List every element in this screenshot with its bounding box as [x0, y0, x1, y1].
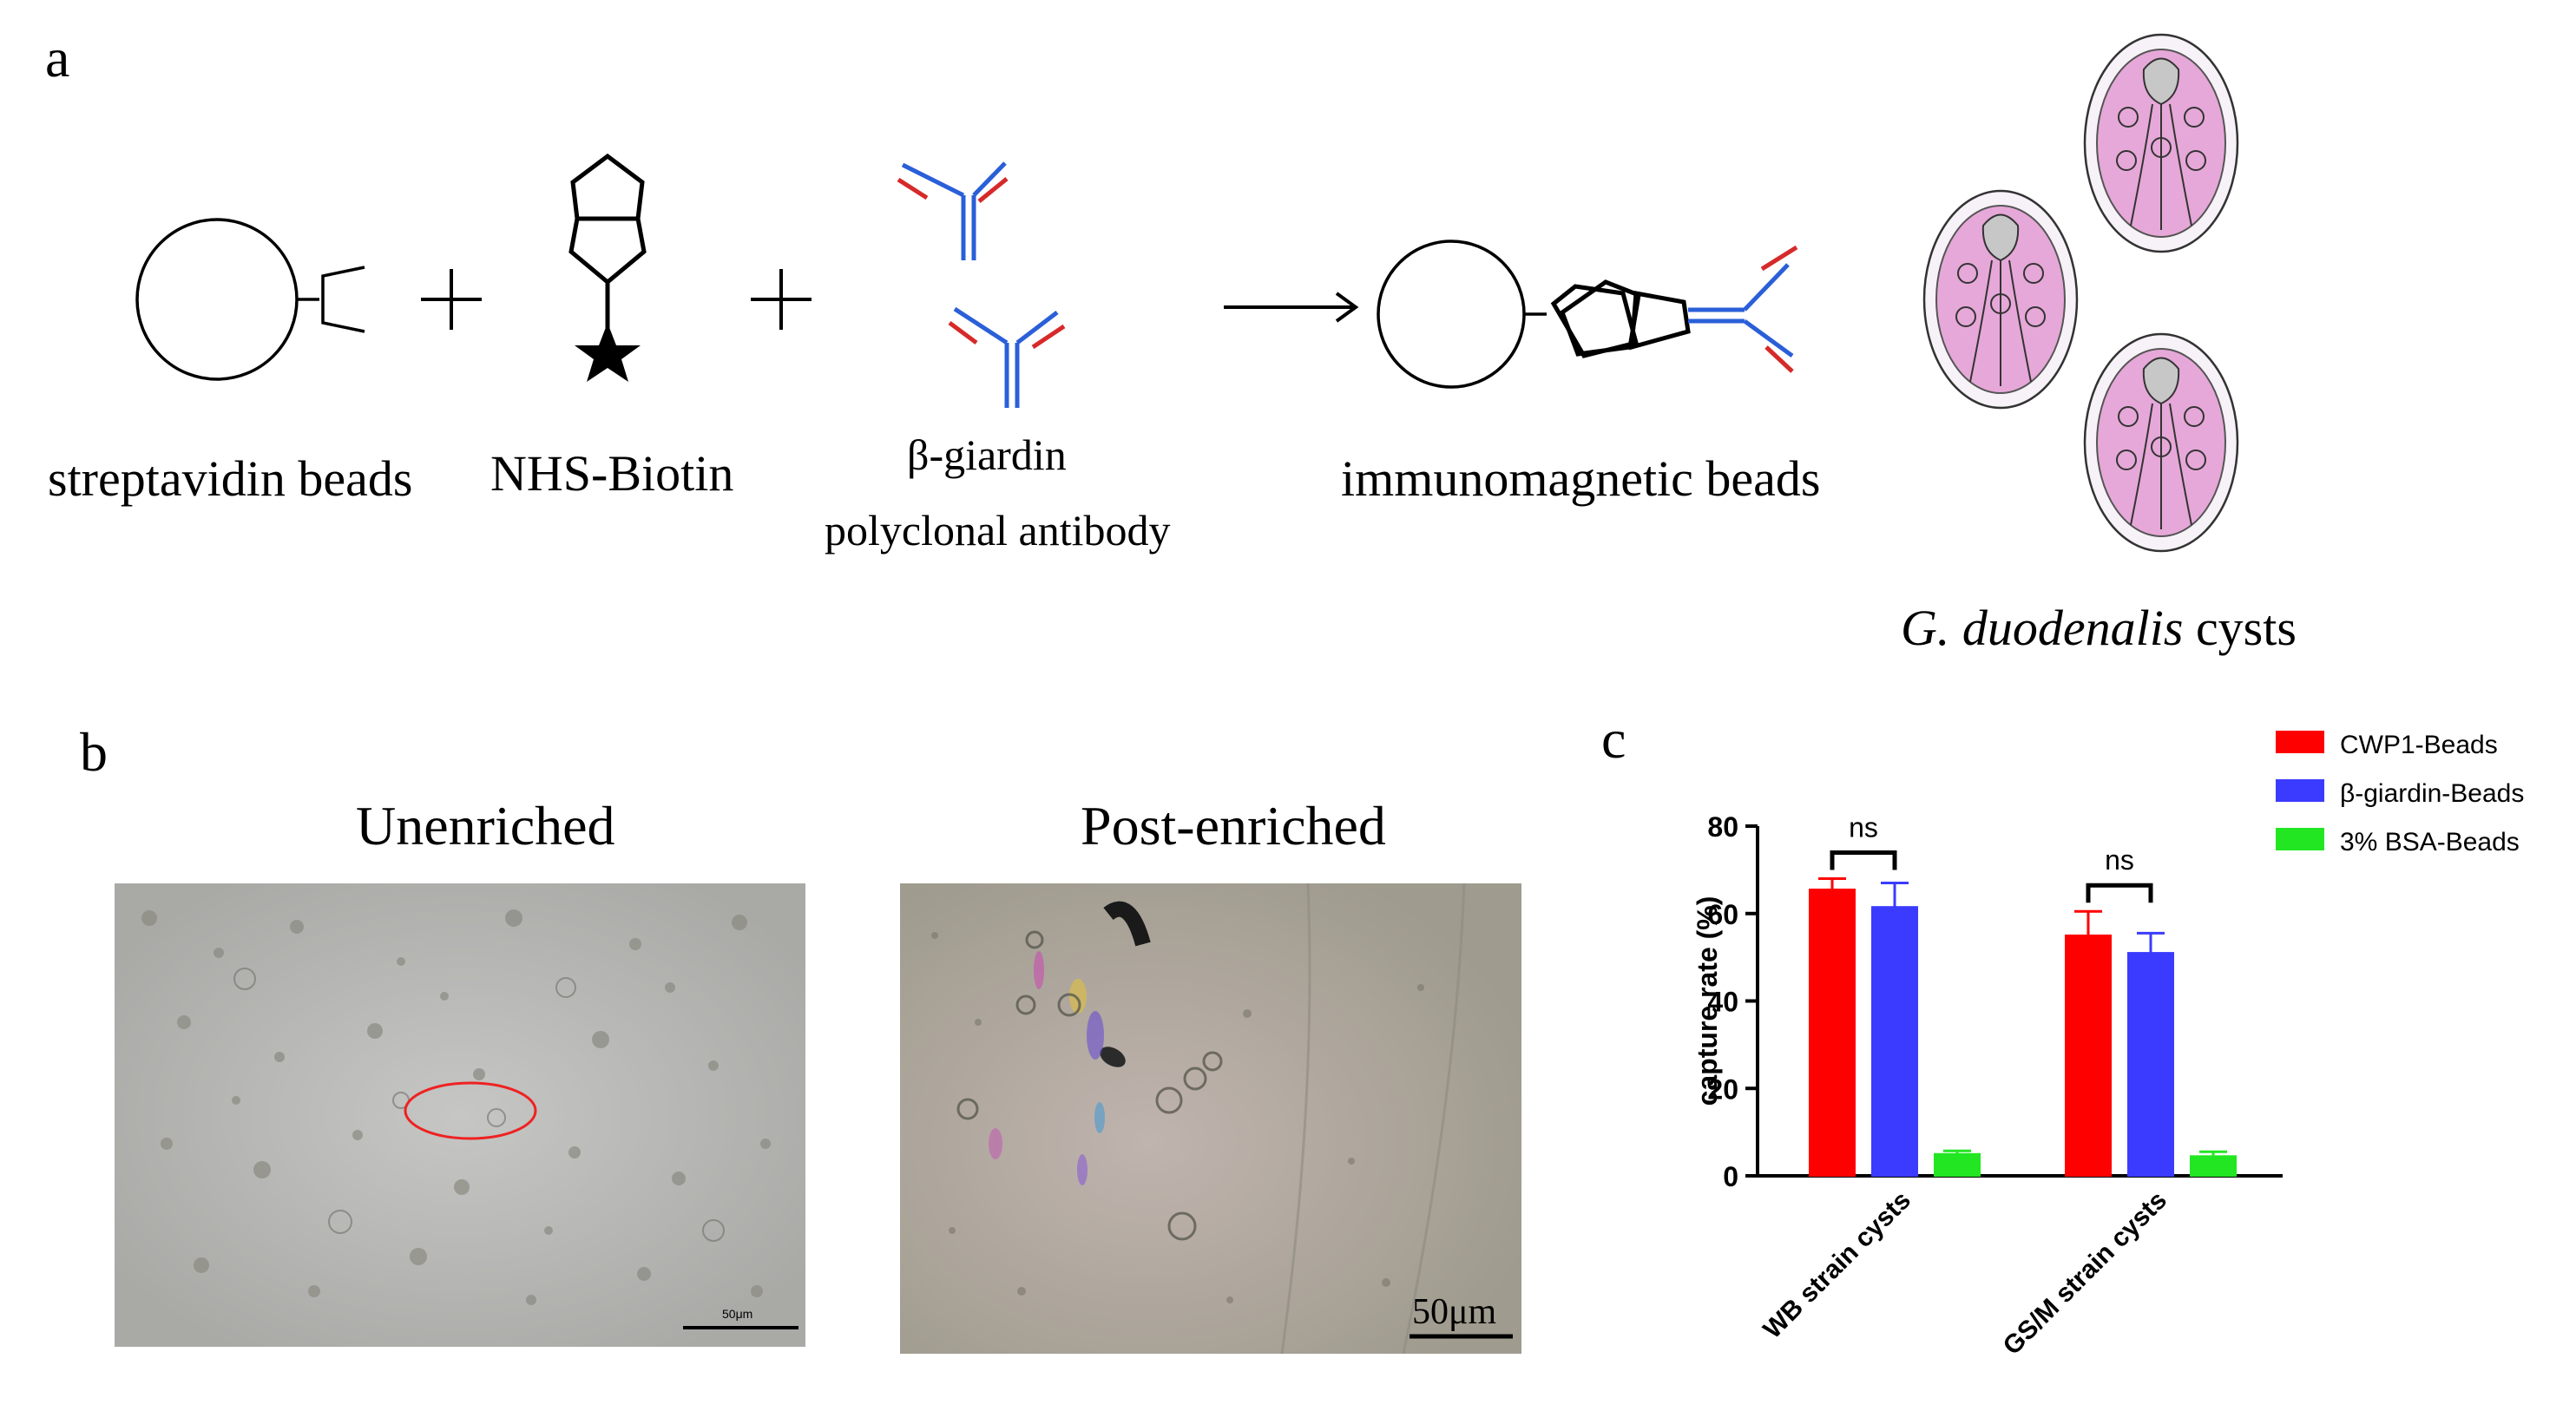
bar-0-0	[1809, 889, 1856, 1177]
bar-1-1	[2127, 952, 2174, 1178]
legend-label: CWP1-Beads	[2340, 731, 2498, 759]
cysts-word: cysts	[2183, 600, 2297, 656]
star-icon	[575, 323, 641, 382]
immunomagnetic-bead	[1377, 240, 1547, 389]
streptavidin-bead	[135, 218, 365, 381]
legend-label: β-giardin-Beads	[2340, 779, 2524, 808]
bar-2-1	[2190, 1155, 2237, 1178]
y-axis-label: capture rate (%)	[1692, 896, 1723, 1106]
plus-sign-1	[421, 269, 482, 330]
unenriched-micrograph: 50μm	[115, 883, 805, 1347]
antibody-label-line2: polyclonal antibody	[825, 506, 1171, 555]
significance-label: ns	[1849, 811, 1878, 843]
post-enriched-micrograph-texture	[900, 883, 1521, 1354]
unenriched-micrograph-texture	[115, 883, 805, 1347]
antibody-2	[948, 306, 1066, 408]
post-enriched-micrograph: 50μm	[900, 883, 1521, 1354]
legend-swatch	[2276, 731, 2324, 753]
unenriched-title: Unenriched	[356, 795, 615, 856]
legend-label: 3% BSA-Beads	[2340, 828, 2520, 856]
reaction-arrow	[1224, 292, 1359, 323]
x-category-label: GS/M strain cysts	[1998, 1186, 2172, 1361]
legend-swatch	[2276, 828, 2324, 850]
antibody-1	[897, 161, 1009, 260]
y-tick-label: 0	[1723, 1161, 1738, 1192]
streptavidin-beads-label: streptavidin beads	[48, 450, 413, 507]
antibody-label-line1: β-giardin	[907, 430, 1067, 479]
legend-swatch	[2276, 779, 2324, 802]
x-category-label: WB strain cysts	[1758, 1186, 1916, 1344]
panel-label-c: c	[1601, 708, 1626, 770]
cyst-highlight-circle	[404, 1081, 537, 1140]
y-tick-label: 20	[1707, 1073, 1738, 1105]
bar-0-1	[2065, 934, 2112, 1177]
significance-bracket	[1830, 850, 1897, 870]
biotin-molecule	[568, 153, 647, 328]
panel-label-b: b	[80, 721, 108, 783]
immunomagnetic-beads-label: immunomagnetic beads	[1341, 450, 1821, 507]
y-tick-label: 60	[1707, 899, 1738, 930]
post-enriched-scale-bar-label: 50μm	[1412, 1292, 1497, 1332]
significance-label: ns	[2105, 844, 2134, 876]
nhs-biotin-label: NHS-Biotin	[490, 445, 734, 502]
panel-label-a: a	[45, 27, 70, 89]
bar-2-0	[1934, 1152, 1981, 1177]
unenriched-scale-bar-label: 50μm	[722, 1307, 753, 1321]
bar-1-0	[1871, 906, 1918, 1177]
post-enriched-title: Post-enriched	[1081, 795, 1386, 856]
y-tick-label: 40	[1707, 987, 1738, 1018]
cysts-label: G. duodenalis cysts	[1901, 599, 2297, 657]
significance-bracket	[2086, 883, 2153, 903]
species-name: G. duodenalis	[1901, 600, 2184, 656]
conjugated-antibody	[1688, 245, 1798, 373]
plus-sign-2	[751, 269, 812, 330]
y-tick-label: 80	[1707, 811, 1738, 843]
conjugated-biotin	[1550, 279, 1691, 358]
